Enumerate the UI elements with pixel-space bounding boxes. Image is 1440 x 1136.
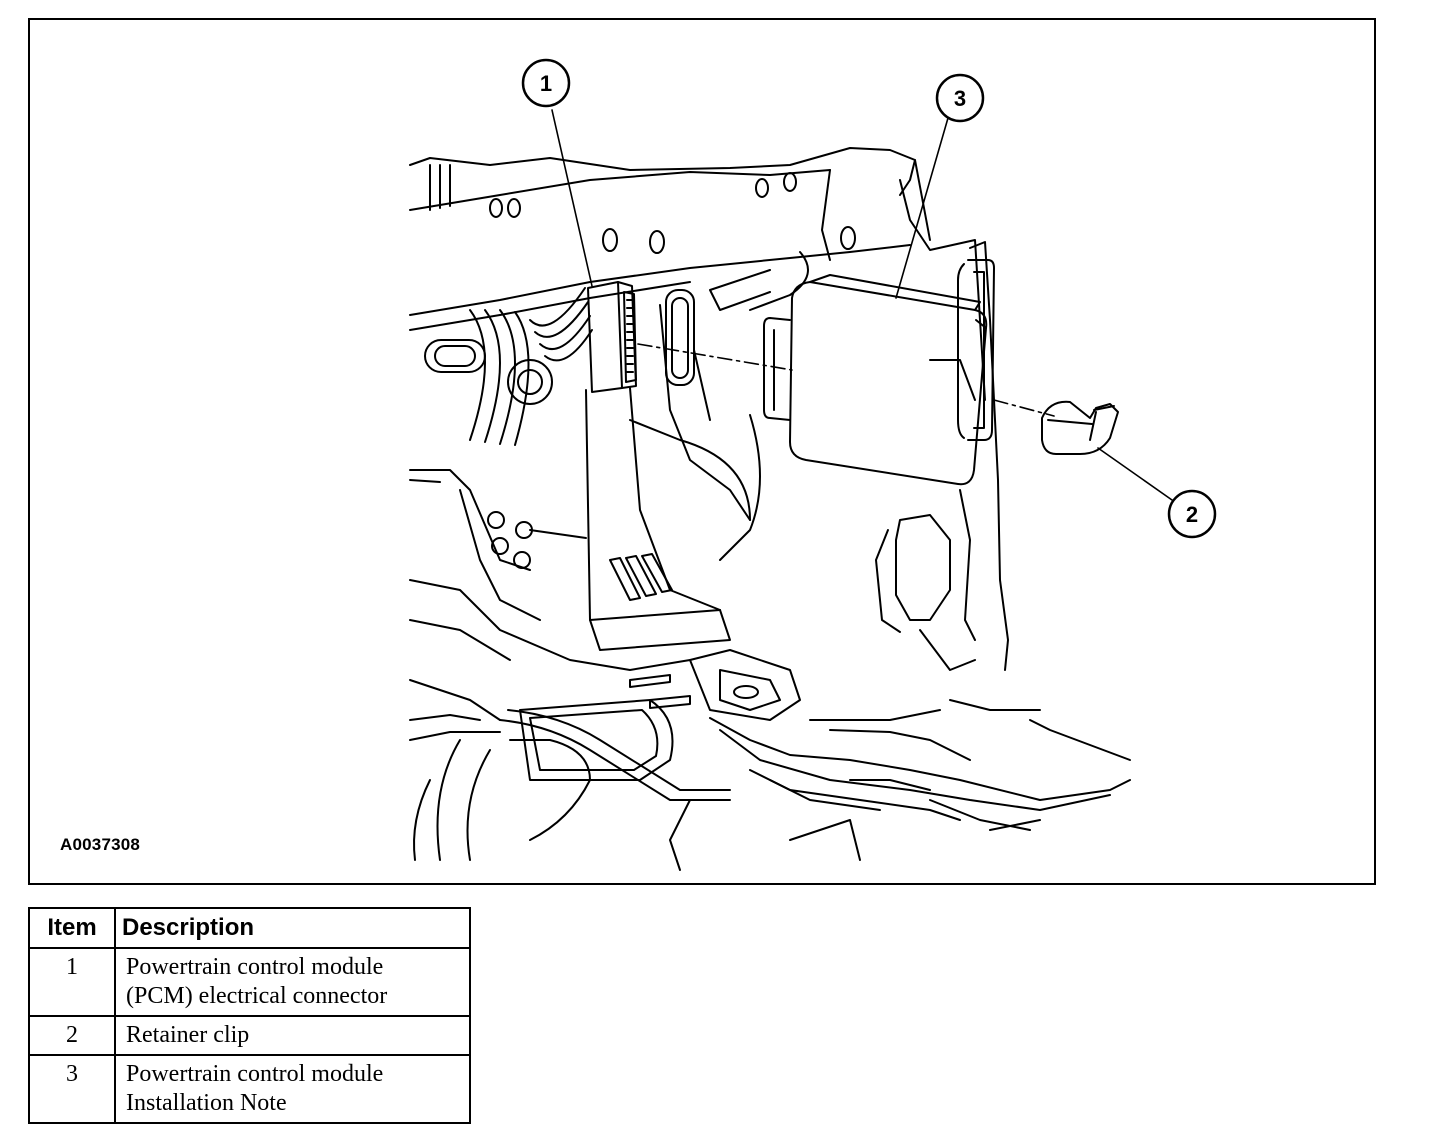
- callout-1-number: 1: [540, 71, 552, 96]
- pcm-electrical-connector: [587, 281, 695, 393]
- wiring-harness: [424, 287, 593, 446]
- kick-panel: [409, 304, 761, 651]
- callout-2-number: 2: [1186, 502, 1198, 527]
- legend-description-line: Installation Note: [126, 1090, 287, 1116]
- legend-header-description: Description: [114, 907, 471, 949]
- side-panel: [875, 241, 1009, 671]
- leader-line-1: [551, 109, 593, 287]
- firewall-panel: [409, 147, 986, 401]
- legend-item-number: 2: [28, 1015, 116, 1056]
- powertrain-control-module: [763, 259, 995, 486]
- leader-line-3: [895, 117, 949, 299]
- callout-2: 2: [1167, 489, 1217, 539]
- figure-id-label: A0037308: [60, 835, 141, 854]
- legend-item-number: 3: [28, 1054, 116, 1124]
- alignment-lines: [637, 343, 1055, 417]
- legend-description: Powertrain control module (PCM) electric…: [114, 947, 471, 1017]
- legend-table: Item Description 1 Powertrain control mo…: [28, 907, 471, 1124]
- legend-description-line: (PCM) electrical connector: [126, 983, 388, 1009]
- floor-pan: [409, 579, 1131, 871]
- legend-header-item: Item: [28, 907, 116, 949]
- legend-description: Powertrain control module Installation N…: [114, 1054, 471, 1124]
- legend-row: 1 Powertrain control module (PCM) electr…: [28, 947, 471, 1017]
- leader-line-2: [1097, 447, 1173, 501]
- leader-lines: [551, 109, 1173, 501]
- legend-item-number: 1: [28, 947, 116, 1017]
- legend-header-row: Item Description: [28, 907, 471, 949]
- legend-description-line: Powertrain control module: [126, 954, 384, 980]
- retainer-clip: [1041, 400, 1119, 455]
- legend-description-line: Retainer clip: [126, 1022, 250, 1048]
- legend-description: Retainer clip: [114, 1015, 471, 1056]
- legend-row: 3 Powertrain control module Installation…: [28, 1054, 471, 1124]
- legend-row: 2 Retainer clip: [28, 1015, 471, 1056]
- callout-3: 3: [935, 73, 985, 123]
- figure-frame: 1 2 3 A0037308: [28, 18, 1376, 885]
- pcm-location-illustration: 1 2 3: [409, 58, 1217, 871]
- legend-description-line: Powertrain control module: [126, 1061, 384, 1087]
- callout-1: 1: [521, 58, 571, 108]
- callout-3-number: 3: [954, 86, 966, 111]
